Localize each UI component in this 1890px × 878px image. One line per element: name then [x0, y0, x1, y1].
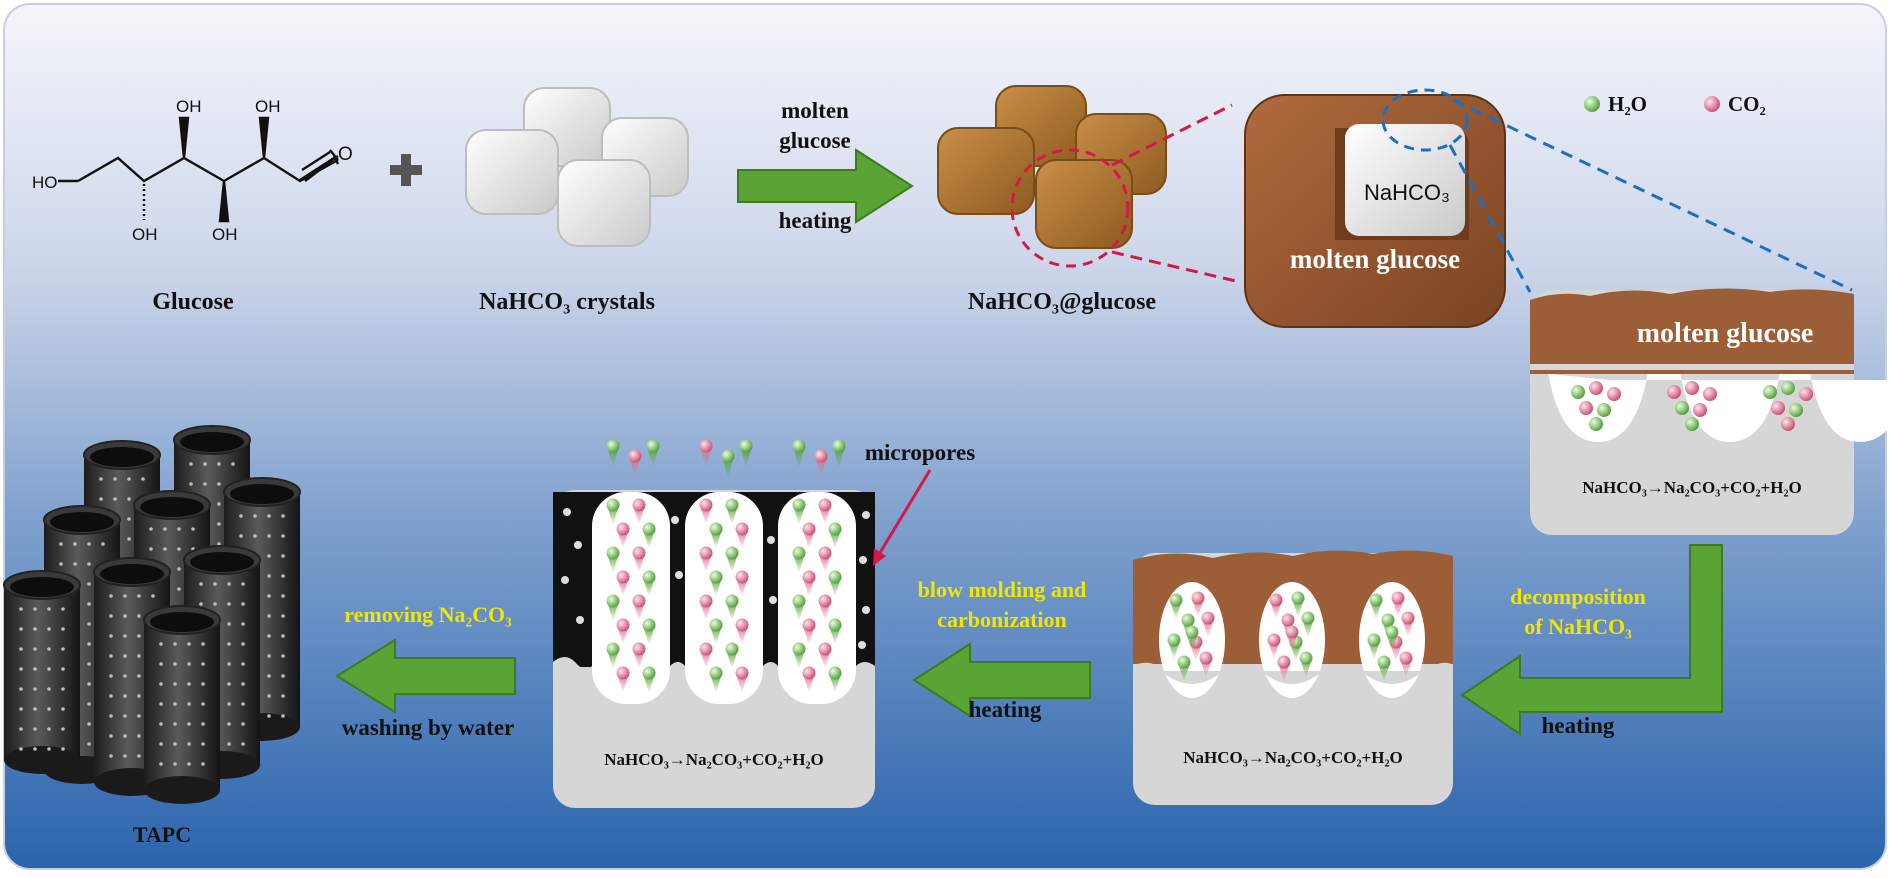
zoom-blue-line-2	[1448, 144, 1532, 293]
arrow-blow-molding	[912, 642, 1091, 718]
micropores-pointer	[876, 469, 932, 557]
glucose-label: Glucose	[152, 289, 234, 315]
panel2-particles	[1167, 591, 1415, 682]
tapc-tubes	[3, 425, 301, 804]
panel1	[1530, 288, 1890, 535]
panel2-equation: NaHCO₃→Na₂CO₃+CO₂+H₂O	[1183, 748, 1403, 767]
decomp-label-1: decomposition	[1510, 584, 1646, 609]
panel3-particles	[606, 439, 846, 693]
glucose-oh-2: OH	[255, 97, 281, 116]
remove-label: removing Na₂CO₃	[344, 602, 512, 627]
arrow-molten-glucose	[737, 148, 914, 224]
micropores-label: micropores	[865, 440, 975, 465]
zoom-line-bottom	[1111, 250, 1241, 284]
nahco3-crystals	[465, 87, 689, 247]
micropores-arrowhead	[873, 548, 886, 566]
decomp-heat-label: heating	[1542, 713, 1615, 738]
zoom-core-label: NaHCO₃	[1364, 180, 1450, 205]
glucose-oh-1: OH	[176, 97, 202, 116]
zoom-shell-label: molten glucose	[1290, 244, 1460, 274]
glucose-oh-4: OH	[132, 225, 158, 244]
zoom-ellipse	[1381, 88, 1469, 152]
arrow1-bottom: heating	[779, 208, 852, 233]
arrow1-top-2: glucose	[779, 128, 851, 153]
crystals-label: NaHCO₃ crystals	[479, 289, 655, 315]
plus-icon	[390, 154, 422, 186]
glucose-bonds	[58, 116, 335, 223]
glucose-o: O	[338, 144, 353, 165]
glucose-oh-5: OH	[212, 225, 238, 244]
legend-co2-icon	[1704, 96, 1720, 112]
panel1-equation: NaHCO₃→Na₂CO₃+CO₂+H₂O	[1582, 478, 1802, 497]
coated-label: NaHCO₃@glucose	[968, 289, 1157, 315]
wash-label: washing by water	[342, 715, 515, 740]
panel3-pores	[561, 508, 870, 649]
glucose-oh-3: HO	[32, 173, 58, 192]
blow-label-1: blow molding and	[918, 577, 1087, 602]
blow-label-2: carbonization	[937, 607, 1067, 632]
product-label: TAPC	[133, 822, 191, 847]
zoom-line-top	[1111, 103, 1233, 167]
legend-h2o-icon	[1584, 96, 1600, 112]
blow-heat-label: heating	[969, 697, 1042, 722]
legend-co2: CO₂	[1728, 92, 1766, 116]
legend-h2o: H₂O	[1608, 92, 1647, 116]
panel3-equation: NaHCO₃→Na₂CO₃+CO₂+H₂O	[604, 750, 824, 769]
arrow1-top-1: molten	[781, 98, 849, 123]
arrow-removing	[335, 638, 516, 714]
arrow-decomposition	[1460, 544, 1723, 736]
panel1-top-label: molten glucose	[1637, 318, 1814, 349]
decomp-label-2: of NaHCO₃	[1524, 614, 1632, 639]
zoom-cube	[1244, 94, 1506, 328]
zoom-blue-line-1	[1452, 98, 1853, 292]
coated-crystals	[937, 85, 1167, 249]
zoom-circle	[1010, 148, 1130, 268]
panel1-bubbles	[1571, 381, 1813, 431]
